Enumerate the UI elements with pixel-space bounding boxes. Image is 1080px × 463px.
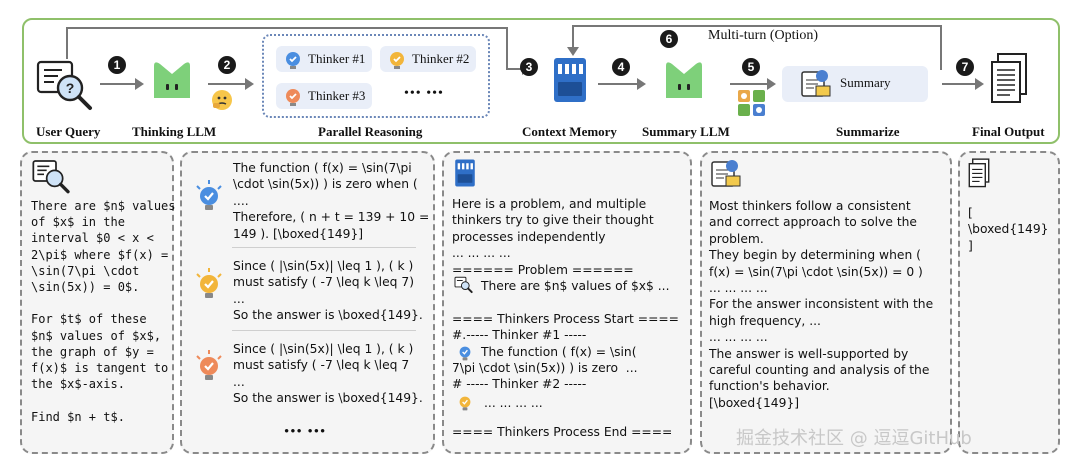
multiturn-label: Multi-turn (Option) — [708, 28, 819, 43]
final-output-label: Final Output — [972, 124, 1045, 139]
final-panel-text: [ \boxed{149} ] — [968, 206, 1049, 253]
thinkers-panel — [180, 151, 435, 454]
memory-intro: Here is a problem, and multiple thinkers… — [452, 197, 654, 261]
memory-thinker1-line2: 7\pi \cdot \sin(5x)) ) is zero ... — [452, 361, 638, 375]
memory-card-icon — [552, 56, 588, 109]
user-query-label: User Query — [36, 124, 101, 139]
summary-pill-label: Summary — [840, 75, 891, 90]
memory-thinker1-header: #.----- Thinker #1 ----- — [452, 328, 587, 342]
summary-llm-icon — [662, 58, 706, 107]
summary-panel-text: Most thinkers follow a consistent and co… — [709, 199, 934, 410]
memory-thinker1-line1: The function ( f(x) = \sin( — [481, 345, 637, 359]
pipeline-frame — [22, 18, 1060, 144]
summary-llm-label: Summary LLM — [642, 124, 730, 139]
thinkers-ellipsis: ••• ••• — [404, 86, 444, 101]
loop-line-right — [572, 25, 942, 27]
step-4-badge: 4 — [612, 58, 630, 76]
thinker-block-1: The function ( f(x) = \sin(7\pi \cdot \s… — [233, 161, 430, 241]
checklist-icon — [736, 88, 768, 123]
step-7-badge: 7 — [956, 58, 974, 76]
svg-text:?: ? — [66, 80, 75, 96]
query-panel — [20, 151, 174, 454]
thinker-yellow-bulb-icon — [194, 268, 224, 305]
query-panel-icon — [32, 158, 72, 201]
step-1-badge: 1 — [108, 56, 126, 74]
thinker-2-bulb-icon — [386, 49, 408, 76]
query-panel-text: There are $n$ values of $x$ in the inter… — [31, 199, 176, 424]
thinking-face-icon — [210, 88, 234, 117]
user-query-icon: ? — [36, 58, 96, 119]
step-6-badge: 6 — [660, 30, 678, 48]
memory-thinker2-bulb-icon — [456, 392, 474, 417]
step-2-badge: 2 — [218, 56, 236, 74]
summarize-label: Summarize — [836, 124, 900, 139]
arrow-4 — [598, 78, 646, 90]
thinkers-more-ellipsis: ••• ••• — [284, 424, 327, 440]
step-5-badge: 5 — [742, 58, 760, 76]
memory-thinker2-line: ... ... ... ... — [484, 396, 543, 410]
parallel-reasoning-box — [262, 34, 490, 118]
arrow-1 — [100, 78, 144, 90]
context-memory-label: Context Memory — [522, 124, 617, 139]
memory-thinker2-header: # ----- Thinker #2 ----- — [452, 377, 587, 391]
parallel-reasoning-label: Parallel Reasoning — [318, 124, 423, 139]
arrow-2 — [208, 78, 254, 90]
summary-panel — [700, 151, 952, 454]
memory-end: ==== Thinkers Process End ==== — [452, 425, 673, 439]
thinker-1-label: Thinker #1 — [308, 51, 366, 66]
memory-problem-search-icon — [454, 276, 474, 299]
final-panel-doc-icon — [968, 158, 990, 195]
thinker-orange-bulb-icon — [194, 350, 224, 387]
thinker-block-2: Since ( |\sin(5x)| \leq 1 ), ( k ) must … — [233, 259, 423, 323]
summary-doc-icon — [800, 68, 832, 103]
memory-thinker1-bulb-icon — [456, 342, 474, 367]
loop-line-left — [66, 27, 508, 29]
watermark: 掘金技术社区 @ 逗逗GitHub — [736, 428, 972, 449]
memory-panel-card-icon — [454, 158, 476, 193]
thinking-llm-icon — [150, 58, 194, 107]
memory-problem-line: There are $n$ values of $x$ ... — [481, 279, 670, 293]
final-output-icon — [990, 52, 1028, 113]
arrow-7 — [942, 78, 984, 90]
thinker-1-bulb-icon — [282, 49, 304, 76]
summary-panel-icon — [710, 158, 742, 193]
thinker-block-3: Since ( |\sin(5x)| \leq 1 ), ( k ) must … — [233, 342, 423, 406]
thinker-3-label: Thinker #3 — [308, 88, 366, 103]
step-3-badge: 3 — [520, 58, 538, 76]
memory-problem-header: ====== Problem ====== — [452, 263, 634, 277]
thinker-blue-bulb-icon — [194, 180, 224, 217]
thinker-3-bulb-icon — [282, 86, 304, 113]
thinker-separator-1 — [232, 247, 416, 248]
final-panel — [958, 151, 1060, 454]
arrow-5 — [730, 78, 776, 90]
memory-panel — [442, 151, 692, 454]
thinker-2-label: Thinker #2 — [412, 51, 470, 66]
thinking-llm-label: Thinking LLM — [132, 124, 217, 139]
memory-start: ==== Thinkers Process Start ==== — [452, 312, 679, 326]
thinker-separator-2 — [232, 330, 416, 331]
